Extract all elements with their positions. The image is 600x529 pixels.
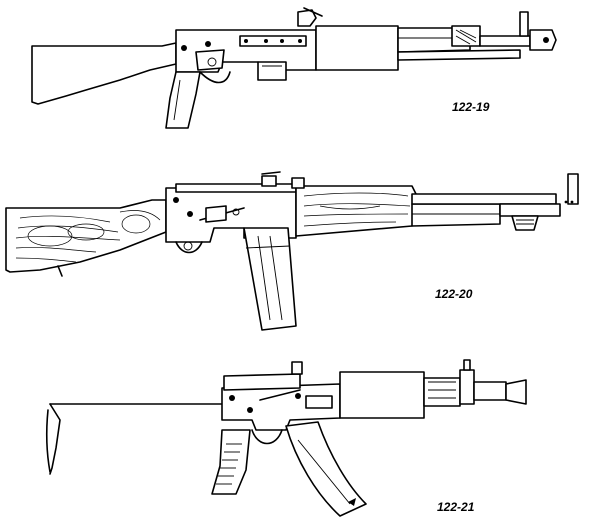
figure-caption-3: 122-21 <box>437 500 475 514</box>
figure-caption-1: 122-19 <box>452 100 490 114</box>
figure-caption-2: 122-20 <box>435 287 473 301</box>
